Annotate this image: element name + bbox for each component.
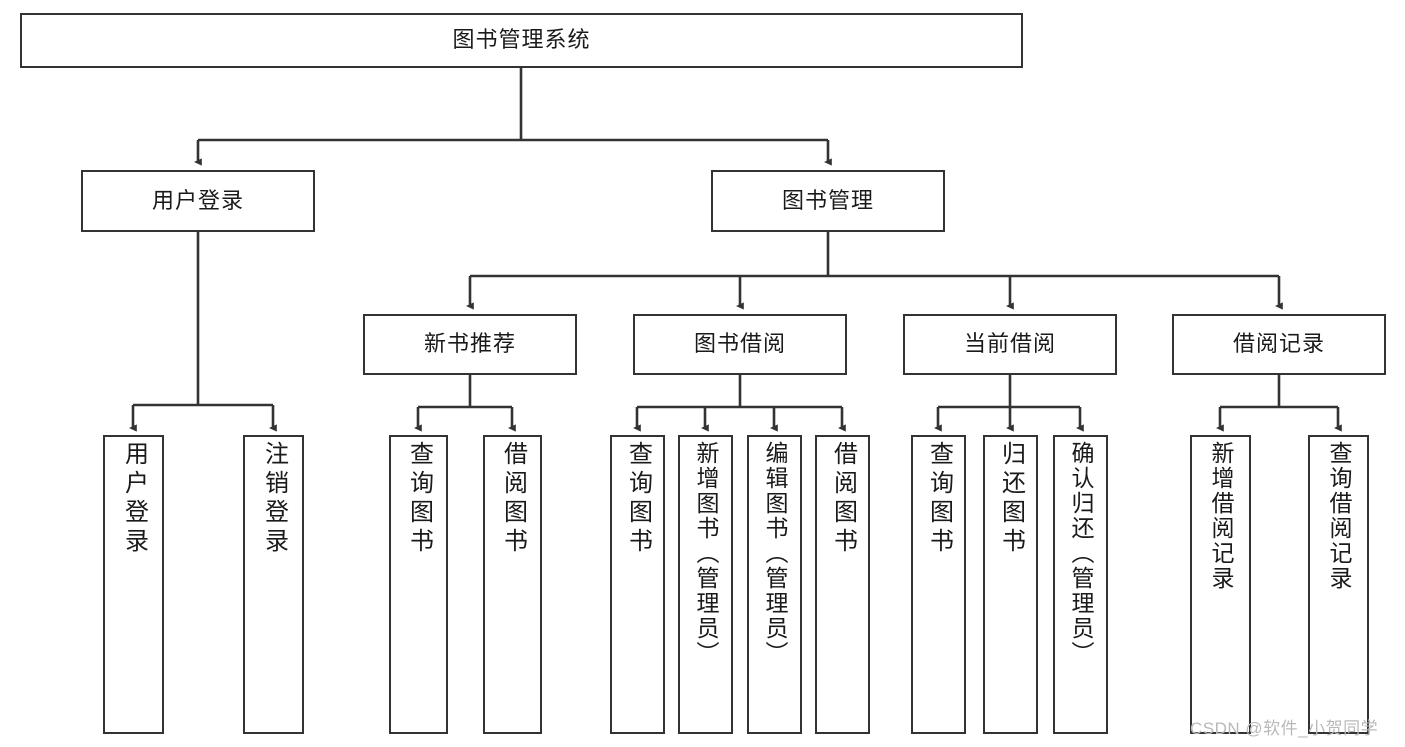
node-leaf-query-book-3[interactable]: 查询图书 (911, 435, 966, 734)
node-user-login-label: 用户登录 (151, 187, 244, 213)
node-leaf-query-book-1-label: 查询图书 (405, 441, 433, 557)
node-leaf-query-book-2-label: 查询图书 (624, 441, 652, 557)
node-book-manage[interactable]: 图书管理 (711, 170, 945, 232)
node-root[interactable]: 图书管理系统 (20, 13, 1023, 68)
node-leaf-confirm-return-label: 确认归还（管理员） (1068, 441, 1094, 666)
node-leaf-borrow-book-1[interactable]: 借阅图书 (483, 435, 542, 734)
node-leaf-add-record[interactable]: 新增借阅记录 (1190, 435, 1251, 734)
node-new-book-recommend[interactable]: 新书推荐 (363, 314, 577, 375)
node-leaf-add-book[interactable]: 新增图书（管理员） (678, 435, 733, 734)
node-leaf-edit-book[interactable]: 编辑图书（管理员） (747, 435, 802, 734)
node-leaf-confirm-return[interactable]: 确认归还（管理员） (1053, 435, 1108, 734)
node-current-borrow[interactable]: 当前借阅 (903, 314, 1117, 375)
node-user-login[interactable]: 用户登录 (81, 170, 315, 232)
csdn-watermark: CSDN @软件_小贺同学 (1190, 719, 1379, 738)
node-leaf-query-record[interactable]: 查询借阅记录 (1308, 435, 1369, 734)
node-leaf-query-book-3-label: 查询图书 (925, 441, 953, 557)
node-leaf-borrow-book-1-label: 借阅图书 (499, 441, 527, 557)
node-book-manage-label: 图书管理 (781, 187, 874, 213)
node-new-book-recommend-label: 新书推荐 (423, 331, 516, 357)
node-leaf-borrow-book-2-label: 借阅图书 (829, 441, 857, 557)
node-current-borrow-label: 当前借阅 (963, 331, 1056, 357)
node-leaf-query-book-1[interactable]: 查询图书 (389, 435, 448, 734)
node-leaf-logout-label: 注销登录 (260, 441, 288, 557)
node-leaf-query-book-2[interactable]: 查询图书 (610, 435, 665, 734)
node-leaf-query-record-label: 查询借阅记录 (1326, 441, 1352, 591)
node-root-label: 图书管理系统 (452, 27, 591, 53)
node-book-borrow-label: 图书借阅 (693, 331, 786, 357)
node-borrow-record-label: 借阅记录 (1232, 331, 1325, 357)
node-leaf-logout[interactable]: 注销登录 (243, 435, 304, 734)
node-leaf-borrow-book-2[interactable]: 借阅图书 (815, 435, 870, 734)
node-leaf-return-book-label: 归还图书 (997, 441, 1025, 557)
node-leaf-return-book[interactable]: 归还图书 (983, 435, 1038, 734)
node-leaf-add-record-label: 新增借阅记录 (1208, 441, 1234, 591)
node-leaf-user-login-label: 用户登录 (120, 441, 148, 557)
node-leaf-edit-book-label: 编辑图书（管理员） (762, 441, 788, 666)
node-borrow-record[interactable]: 借阅记录 (1172, 314, 1386, 375)
node-leaf-user-login[interactable]: 用户登录 (103, 435, 164, 734)
node-book-borrow[interactable]: 图书借阅 (633, 314, 847, 375)
node-leaf-add-book-label: 新增图书（管理员） (693, 441, 719, 666)
